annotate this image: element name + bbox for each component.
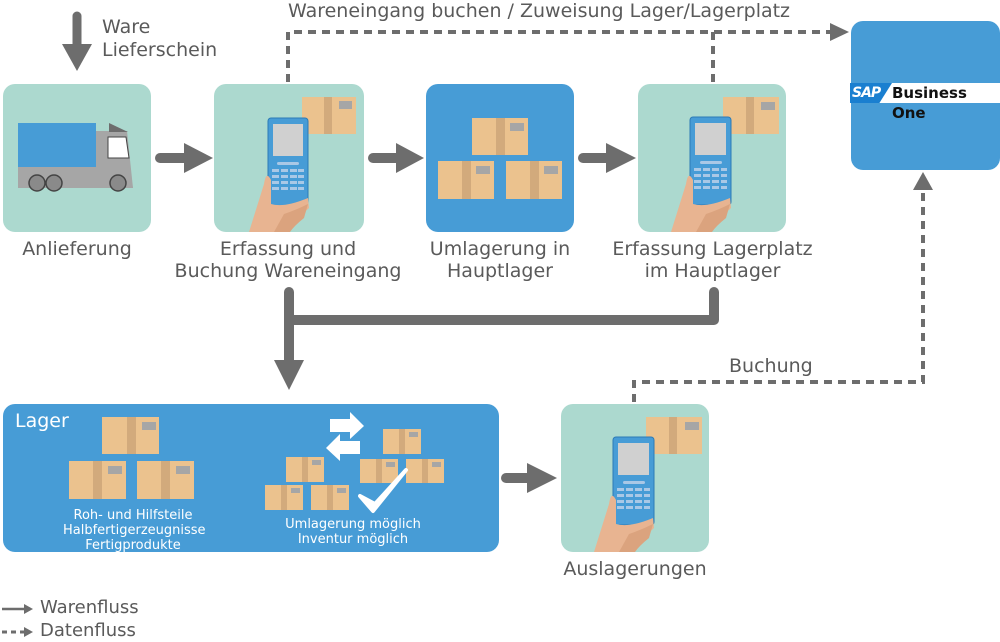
label-line: im Hauptlager — [644, 260, 781, 282]
data-flow-top-arrowhead — [830, 23, 849, 41]
box-icon — [506, 161, 562, 199]
step-erfassung-wareneingang[interactable] — [214, 84, 364, 232]
step-anlieferung[interactable] — [3, 84, 151, 232]
box-icon — [311, 485, 349, 510]
step-auslagerungen[interactable] — [561, 404, 709, 552]
boxes-stack-icon — [438, 118, 562, 199]
box-icon — [383, 429, 421, 454]
scanner-hand-icon — [249, 97, 356, 232]
merge-arrow — [274, 287, 719, 390]
legend-dashed-arrow — [2, 627, 33, 637]
legend-solid-arrow — [2, 604, 33, 614]
label-line: Umlagerung in — [429, 238, 571, 260]
flow-arrow-2 — [368, 143, 424, 173]
caption-line: Inventur möglich — [297, 532, 409, 547]
data-flow-top-label: Wareneingang buchen / Zuweisung Lager/La… — [288, 0, 791, 22]
input-label: Ware Lieferschein — [102, 16, 217, 62]
label-line: Erfassung und — [219, 238, 357, 260]
checkmark-icon — [358, 468, 408, 513]
caption-line: Umlagerung möglich — [285, 517, 421, 532]
data-flow-bottom-label: Buchung — [729, 355, 813, 377]
legend-datenfluss: Datenfluss — [40, 620, 136, 641]
step-anlieferung-label: Anlieferung — [0, 238, 154, 260]
erp-product-name: Business One — [892, 84, 967, 122]
box-icon — [472, 118, 528, 155]
label-line: Hauptlager — [447, 260, 553, 282]
scanner-hand-icon — [671, 97, 779, 232]
step-erfassung-lagerplatz[interactable] — [638, 84, 786, 232]
box-icon — [438, 161, 494, 199]
input-label-line1: Ware — [102, 16, 151, 38]
input-arrow — [62, 11, 92, 71]
truck-icon — [18, 123, 133, 192]
data-flow-bottom-arrowhead — [913, 172, 933, 190]
box-icon — [102, 417, 159, 454]
input-label-line2: Lieferschein — [102, 39, 218, 61]
step-umlagerung-hauptlager[interactable] — [426, 84, 574, 232]
data-flow-top-line — [286, 30, 830, 82]
swap-arrows-icon — [326, 412, 364, 461]
step-auslagerungen-label: Auslagerungen — [545, 558, 725, 580]
legend-warenfluss: Warenfluss — [40, 597, 139, 618]
lager-illustration — [69, 412, 444, 513]
caption-line: Halbfertigerzeugnisse — [63, 523, 206, 538]
sap-business-one-logo: SAP Business One — [850, 83, 1000, 122]
step-erfassung-wareneingang-label: Erfassung und Buchung Wareneingang — [168, 238, 408, 282]
flow-arrow-4 — [501, 463, 557, 493]
box-icon — [360, 459, 398, 483]
box-icon — [137, 461, 194, 499]
label-line: Buchung Wareneingang — [174, 260, 402, 282]
scanner-hand-icon — [594, 417, 702, 552]
box-icon — [265, 485, 303, 510]
label-line: Erfassung Lagerplatz — [612, 238, 813, 260]
step-umlagerung-hauptlager-label: Umlagerung in Hauptlager — [400, 238, 600, 282]
caption-line: Fertigprodukte — [85, 538, 181, 553]
step-erfassung-lagerplatz-label: Erfassung Lagerplatz im Hauptlager — [600, 238, 825, 282]
box-icon — [406, 459, 444, 483]
caption-line: Roh- und Hilfsteile — [73, 508, 193, 523]
box-icon — [286, 457, 324, 482]
box-icon — [69, 461, 126, 499]
lager-container[interactable]: Lager Roh- und Hilfsteile Halbfertigerze… — [3, 404, 499, 553]
lager-title: Lager — [15, 410, 69, 432]
label-line: Auslagerungen — [563, 558, 707, 580]
label-line: Anlieferung — [22, 238, 132, 260]
lager-right-caption: Umlagerung möglich Inventur möglich — [273, 517, 433, 547]
sap-logo-icon: SAP — [850, 83, 892, 103]
flow-arrow-1 — [155, 143, 213, 173]
flow-arrow-3 — [578, 143, 636, 173]
lager-left-caption: Roh- und Hilfsteile Halbfertigerzeugniss… — [63, 508, 206, 553]
